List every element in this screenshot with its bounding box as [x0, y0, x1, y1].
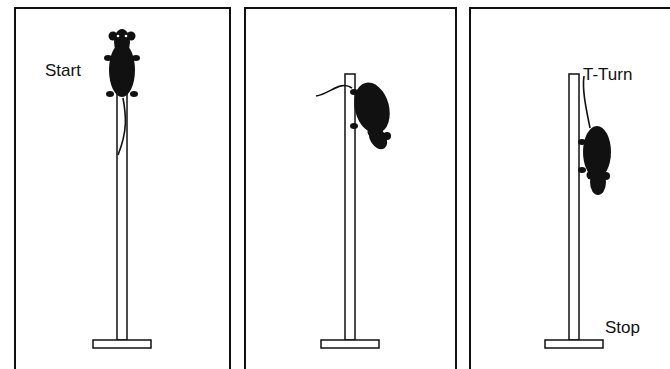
pole [117, 74, 127, 340]
pole-base [545, 340, 603, 348]
mouse-figure [104, 29, 140, 155]
pole-base [93, 340, 151, 348]
pole [345, 74, 355, 340]
panel-frame [470, 8, 670, 369]
stage-label: T-Turn [583, 66, 632, 83]
mouse-figure [578, 76, 611, 195]
pole [569, 74, 579, 340]
panel-frame [15, 8, 230, 369]
mouse-figure [316, 78, 395, 152]
pole-base [321, 340, 379, 348]
panel-frame [245, 8, 456, 369]
stage-label: Start [45, 62, 81, 79]
stage-label: Stop [605, 319, 640, 336]
